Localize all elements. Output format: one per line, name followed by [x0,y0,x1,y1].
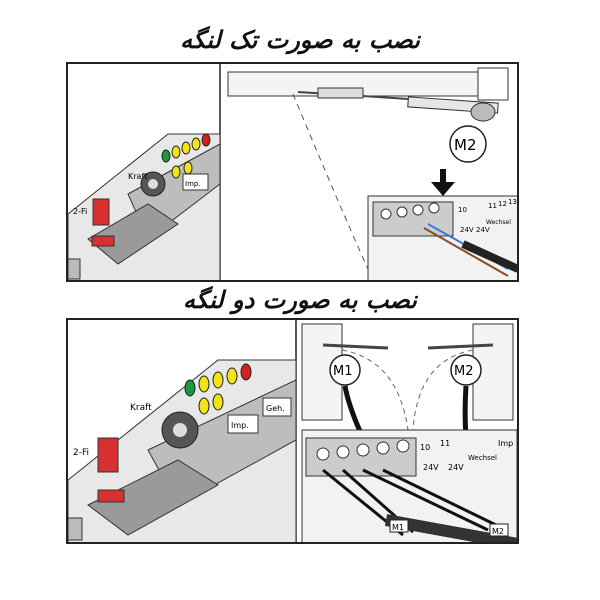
voltage-label-2: 24V [476,226,490,234]
terminal-10-label: 10 [458,206,467,214]
yellow-led [181,141,191,155]
green-led [184,379,196,397]
gate-view-double: M1 M2 M1 M2 10 11 24V 24V [301,323,517,542]
control-board-double: Kraft 2-Fi Imp. Geh. [68,359,297,542]
voltage-label-2: 24V [448,463,464,472]
motor-m1-label: M1 [333,364,353,379]
motor-m2-badge [450,354,482,386]
yellow-led [226,367,238,385]
motor-m2-label: M2 [454,136,477,154]
wechsel-label: Wechsel [468,454,497,462]
motor-m2-badge [449,125,487,163]
single-leaf-panel: Kraft 2-Fi Imp. M2 [66,62,519,282]
brown-wire [423,227,509,277]
terminal-11-label: 11 [488,202,497,210]
red-connector [97,489,125,503]
fi-label: 2-Fi [73,448,89,458]
yellow-led [191,137,201,151]
red-led [240,363,252,381]
terminal-10-label: 10 [420,443,430,452]
green-led [161,149,171,163]
imp-terminal-label: Imp [498,439,513,448]
imp-button-label: Imp. [231,421,249,430]
imp-button-label: Imp. [185,180,201,188]
gate-view-single: M2 10 11 12 13 24V 24V Wechsel [227,67,517,280]
fi-label: 2-Fi [73,207,87,216]
red-connector [91,235,115,247]
motor-m1-badge [329,354,361,386]
red-jumper [97,437,119,473]
voltage-label: 24V [423,463,439,472]
wechsel-label: Wechsel [486,219,511,226]
single-leaf-diagram: Kraft 2-Fi Imp. M2 [68,64,517,280]
geh-button-label: Geh. [266,404,285,413]
kraft-label: Kraft [130,403,152,413]
title-double-leaf: نصب به صورت دو لنگه [183,286,417,314]
control-board-single: Kraft 2-Fi Imp. [68,133,221,280]
yellow-led [171,145,181,159]
kraft-label: Kraft [128,172,147,181]
terminal-12-label: 12 [498,200,507,208]
voltage-label: 24V [460,226,474,234]
yellow-led [212,371,224,389]
red-jumper [92,198,110,226]
red-led [201,133,211,147]
wire-tag-m1: M1 [392,523,404,532]
title-single-leaf: نصب به صورت تک لنگه [180,26,420,54]
wire-tag-m2: M2 [492,527,504,536]
double-leaf-panel: Kraft 2-Fi Imp. Geh. M1 M2 [66,318,519,544]
terminal-13-label: 13 [508,198,517,206]
motor-m2-label: M2 [454,364,474,379]
terminal-11-label: 11 [440,439,450,448]
yellow-led [198,375,210,393]
double-leaf-diagram: Kraft 2-Fi Imp. Geh. M1 M2 [68,320,517,542]
